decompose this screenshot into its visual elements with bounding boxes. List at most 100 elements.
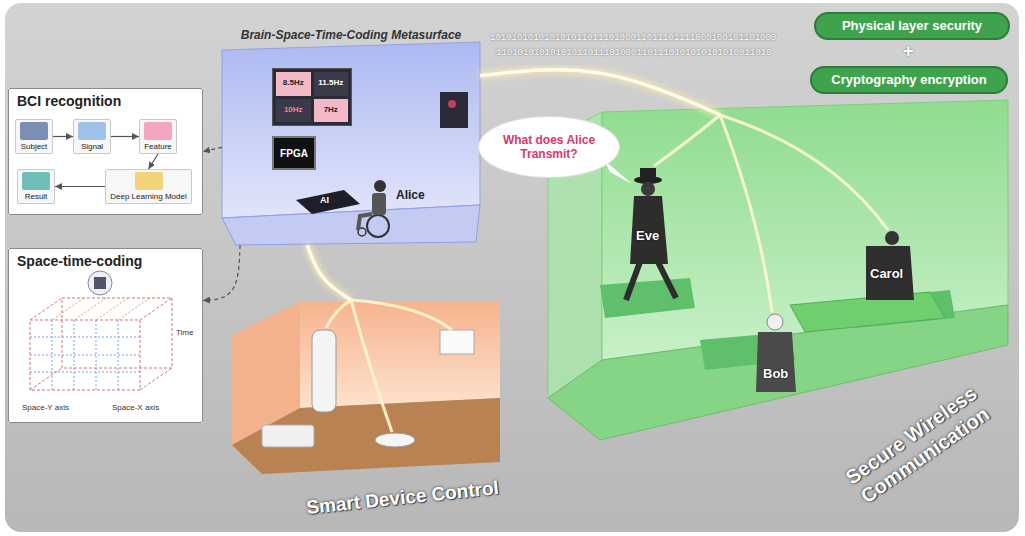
step-box: Deep Learning Model (105, 169, 192, 204)
step-box-text: Result (25, 192, 48, 201)
flow-arrow (111, 136, 139, 137)
wheel (367, 215, 389, 237)
step-box-text: Signal (81, 142, 103, 151)
signal-beam (480, 70, 721, 115)
robot-vacuum (375, 433, 415, 447)
person-name: Alice (396, 188, 425, 202)
frequency-screen-text: 11.5Hz (314, 72, 349, 96)
grey-panel (5, 3, 1019, 532)
beam (654, 115, 720, 166)
axis-label: Space-Y axis (22, 403, 69, 412)
step-icon (78, 122, 106, 140)
person-name: Carol (870, 266, 903, 281)
beam (326, 300, 351, 328)
head (767, 314, 783, 330)
step-box-text: Deep Learning Model (110, 192, 187, 201)
panel-text: BCI recognition (9, 89, 202, 113)
bob-figure (756, 314, 796, 392)
eve-figure (626, 168, 676, 300)
panel-ground (8, 248, 203, 423)
step-icon (144, 122, 172, 140)
person-head (374, 180, 386, 192)
beam (351, 300, 452, 330)
flow-arrow (55, 186, 105, 187)
person-legs (358, 214, 372, 230)
metasurface-room-text: Brain-Space-Time-Coding Metasurface (222, 28, 480, 42)
step-box: Signal (73, 119, 111, 154)
step-box-text: Feature (144, 142, 172, 151)
step-box: Feature (139, 119, 177, 154)
fpga-chip: FPGA (272, 136, 316, 170)
room-text: Smart Device Control (305, 477, 499, 519)
device-logo: AI (320, 195, 329, 205)
beam-glow (480, 70, 721, 115)
panel-ground (8, 88, 203, 215)
speech-bubble-text: What does Alice Transmit? (497, 133, 601, 161)
step-box: Subject (15, 119, 53, 154)
security-pill-text: Physical layer security (816, 14, 1008, 38)
wall-picture (448, 100, 456, 108)
metasurface-wall (222, 42, 480, 218)
cube-back (62, 298, 172, 368)
frequency-screen: 8.5Hz11.5Hz10Hz7Hz (272, 68, 352, 126)
binary-stream: 1010101010101010110111010001101110111100… (490, 33, 776, 43)
cube-grid (52, 298, 150, 320)
step-box-text: Subject (21, 142, 48, 151)
metasurface-floor (222, 205, 480, 245)
head (885, 231, 899, 245)
cube-grid (30, 320, 140, 390)
body (630, 196, 668, 264)
beam (351, 300, 392, 432)
room: Smart Device Control (225, 300, 505, 515)
flow-arrow (53, 136, 73, 137)
beam (720, 115, 888, 230)
flow-arrow (149, 154, 159, 169)
head (641, 182, 655, 196)
dashed-arrow (203, 245, 240, 301)
room: Secure Wireless Communication (540, 115, 1015, 515)
beam (720, 115, 772, 312)
axis-label: Space-X axis (112, 403, 159, 412)
room-text: Secure Wireless Communication (826, 371, 1009, 519)
speech-bubble: What does Alice Transmit? (478, 116, 620, 178)
axis-label: Time (176, 328, 193, 337)
dashed-arrow (203, 147, 222, 151)
signal-beam (307, 245, 351, 300)
step-icon (22, 172, 50, 190)
carol-figure (866, 231, 914, 300)
step-icon (20, 122, 48, 140)
room-floor (232, 398, 500, 474)
cube-edge (30, 298, 172, 390)
wall-picture (440, 92, 468, 128)
security-pill: Physical layer security (814, 12, 1010, 40)
frequency-screen-text: 8.5Hz (276, 72, 311, 96)
ai-device (296, 190, 360, 214)
screen (440, 330, 474, 354)
cube-front (30, 320, 140, 390)
wheelchair-person (358, 180, 389, 237)
frequency-screen-text: 10Hz (276, 99, 311, 123)
legs (626, 262, 676, 300)
metasurface-room: Brain-Space-Time-Coding Metasurface 8.5Hz… (222, 28, 480, 245)
frequency-screen-text: 7Hz (314, 99, 349, 123)
panel: BCI recognitionSubject Signal FeatureDeep … (8, 88, 203, 215)
chip-icon (94, 277, 106, 289)
fpga-chip-text: FPGA (280, 148, 308, 159)
step-box: Result (17, 169, 55, 204)
person-name: Eve (636, 228, 659, 243)
beam-glow (307, 245, 351, 300)
plus-sign: + (903, 41, 914, 62)
bench (600, 278, 695, 318)
person-name: Bob (763, 366, 788, 381)
security-pill: Cryptography encryption (810, 66, 1008, 94)
sofa (262, 425, 314, 447)
panel: Space-time-coding (8, 248, 203, 423)
body (756, 332, 796, 392)
chip-icon (88, 271, 112, 295)
body (866, 246, 914, 300)
security-pill-text: Cryptography encryption (812, 68, 1006, 92)
binary-stream: 1101010101010101101110100011011101010101… (496, 48, 771, 58)
person-body (372, 193, 386, 215)
